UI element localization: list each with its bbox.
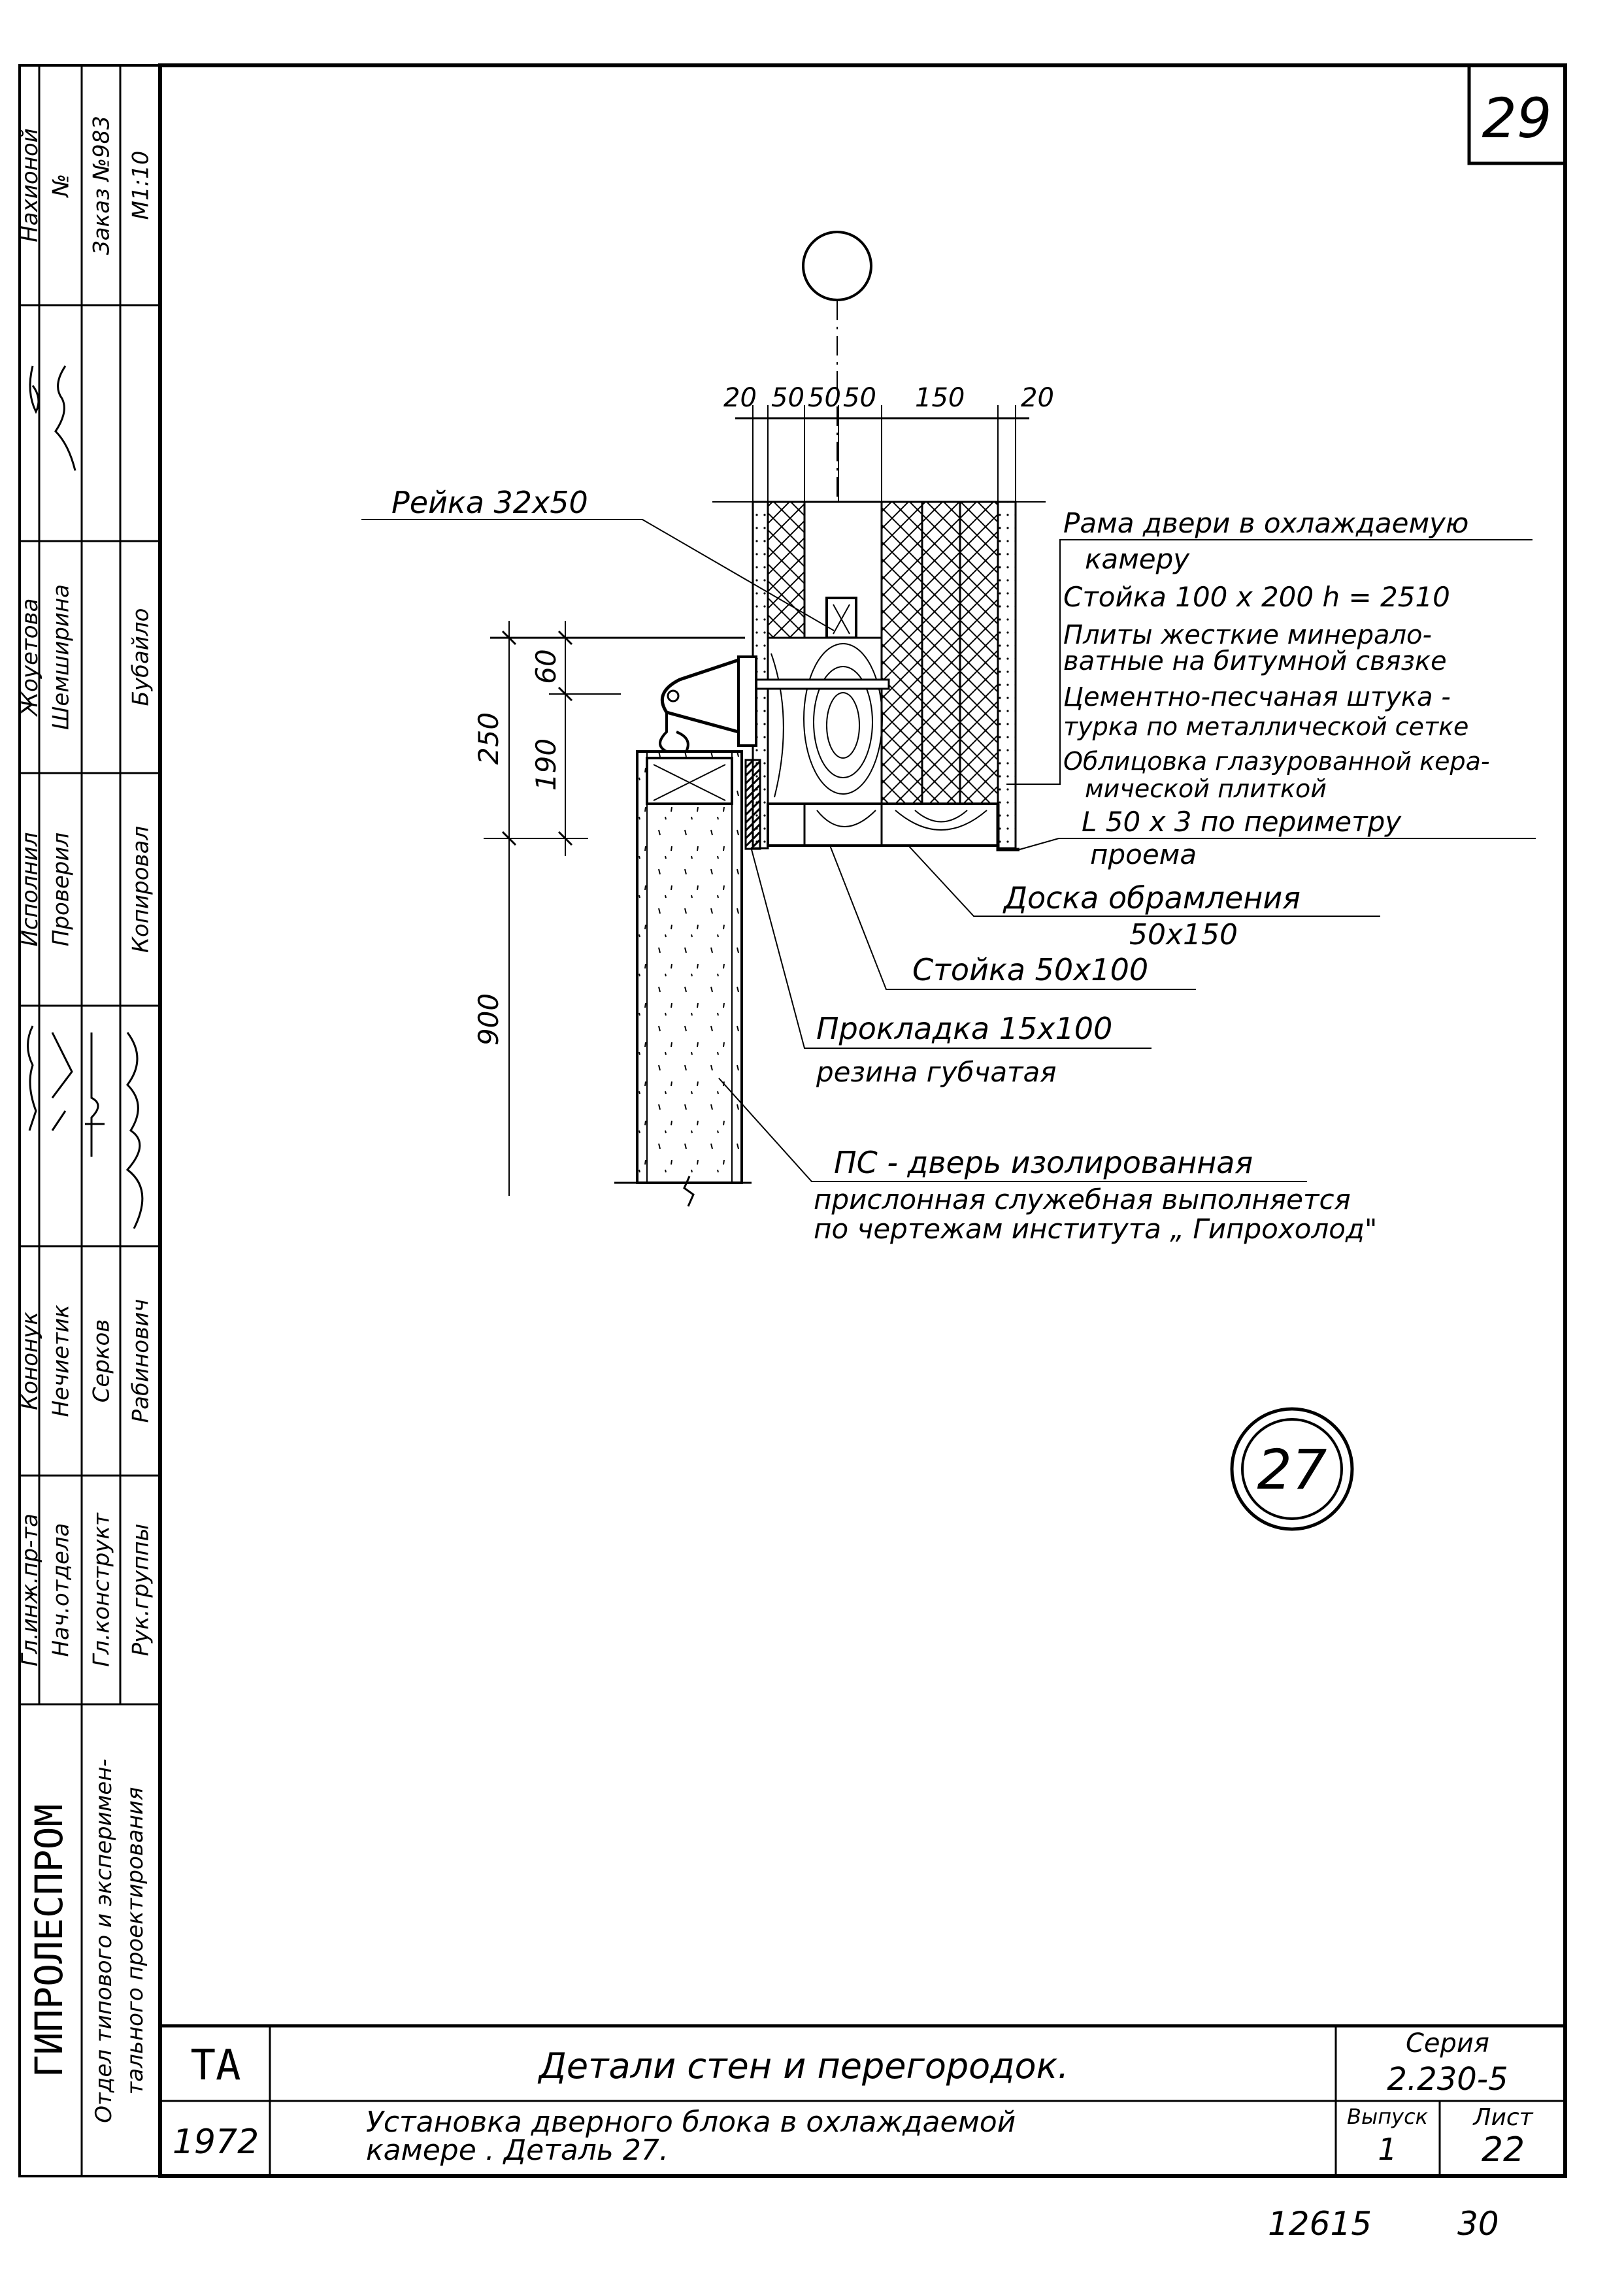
dim-20-left: 20	[723, 383, 757, 413]
dim-150: 150	[915, 383, 965, 413]
label-angle: L 50 x 3 по периметру	[1082, 806, 1402, 838]
stamp-cell: Исполнил	[17, 833, 43, 947]
stamp-cell: Кононук	[17, 1312, 43, 1410]
label-rail: Рейка 32x50	[391, 485, 588, 520]
stamp-cell: Жоуетова	[17, 599, 43, 718]
stamp-cell: М1:10	[128, 151, 154, 220]
top-dimension-chain: 20 50 50 50 150 20	[723, 383, 1054, 503]
stamp-cell: Рук.группы	[128, 1524, 154, 1657]
dim-50-b: 50	[808, 383, 841, 413]
signature	[85, 1033, 105, 1157]
dim-190: 190	[530, 738, 562, 791]
stamp-cell: Нахионой	[17, 128, 43, 242]
annotations: Рейка 32x50 Рама двери в охлаждаемую кам…	[361, 485, 1536, 1245]
sheet: 22	[1482, 2130, 1525, 2170]
stamp-cell: Заказ №983	[89, 116, 115, 255]
svg-text:Цементно-песчаная штука -: Цементно-песчаная штука -	[1063, 682, 1451, 712]
svg-text:Облицовка глазурованной кера-: Облицовка глазурованной кера-	[1063, 747, 1490, 776]
stamp-cell: Проверил	[48, 833, 75, 946]
sheet-label: Лист	[1472, 2104, 1533, 2131]
svg-text:Рама двери в охлаждаемую: Рама двери в охлаждаемую	[1063, 507, 1468, 539]
year: 1972	[173, 2123, 259, 2162]
label-door-3: по чертежам института „ Гипрохолод"	[814, 1213, 1377, 1245]
label-post: Стойка 50x100	[912, 952, 1148, 987]
organization-name: ГИПРОЛЕСПРОМ	[27, 1804, 71, 2077]
wall-section	[712, 501, 1046, 851]
dim-250: 250	[472, 712, 505, 765]
stamp-cell: Нечиетик	[48, 1304, 75, 1417]
rubber-gasket	[744, 759, 761, 850]
svg-text:камеру: камеру	[1085, 543, 1190, 575]
stamp-cell: Рабинович	[128, 1299, 154, 1423]
label-gasket: Прокладка 15x100	[816, 1011, 1112, 1046]
detail-number: 27	[1257, 1438, 1327, 1502]
stamp-cell: Шемширина	[48, 584, 75, 730]
stamp-cell: Бубайло	[128, 608, 154, 706]
code: ТА	[190, 2041, 240, 2090]
issue-label: Выпуск	[1347, 2104, 1429, 2129]
subtitle-2: камере . Деталь 27.	[366, 2134, 669, 2167]
series: 2.230-5	[1387, 2061, 1508, 2098]
stamp-cell: Нач.отдела	[48, 1523, 75, 1657]
left-dimensions: 250 60 190 900	[472, 621, 745, 1196]
subtitle-1: Установка дверного блока в охлаждаемой	[366, 2106, 1016, 2139]
svg-text:ватные на битумной связке: ватные на битумной связке	[1063, 646, 1447, 676]
door-leaf	[614, 750, 752, 1207]
wood-grain	[771, 643, 883, 798]
stamp-cell: Гл.инж.пр-та	[17, 1513, 43, 1666]
department-line-1: Отдел типового и эксперимен-	[91, 1759, 117, 2123]
label-door-2: прислонная служебная выполняется	[814, 1183, 1351, 1215]
page-number: 30	[1457, 2205, 1499, 2243]
label-gasket-2: резина губчатая	[816, 1056, 1057, 1088]
signatures	[27, 365, 144, 1229]
title: Детали стен и перегородок.	[538, 2045, 1069, 2087]
frame-description: Рама двери в охлаждаемую камеру Стойка 1…	[1063, 507, 1490, 803]
svg-text:Стойка 100 x 200 h = 2510: Стойка 100 x 200 h = 2510	[1063, 581, 1450, 613]
sheet-number-box: 29	[1467, 63, 1567, 165]
signature	[125, 1032, 144, 1229]
dim-50-a: 50	[771, 383, 804, 413]
series-label: Серия	[1406, 2028, 1489, 2058]
signature	[51, 1032, 73, 1131]
svg-text:мической плиткой: мической плиткой	[1085, 774, 1327, 803]
signature	[54, 365, 76, 471]
order-number: 12615	[1268, 2205, 1372, 2243]
title-block: ТА 1972 Детали стен и перегородок. Устан…	[160, 2024, 1565, 2176]
label-board: Доска обрамления	[1003, 880, 1301, 916]
stamp-cell: №	[48, 174, 75, 198]
dim-60: 60	[530, 649, 562, 684]
label-angle-2: проема	[1090, 838, 1197, 870]
label-door: ПС - дверь изолированная	[834, 1145, 1253, 1180]
department-line-2: тального проектирования	[122, 1787, 148, 2095]
signature	[27, 1025, 37, 1131]
issue: 1	[1378, 2132, 1397, 2167]
detail-marker: 27	[1230, 1407, 1354, 1531]
label-board-2: 50x150	[1129, 918, 1238, 951]
dim-50-c: 50	[843, 383, 876, 413]
signature	[29, 365, 40, 414]
section-marker	[802, 231, 872, 497]
svg-text:Плиты жесткие минерало-: Плиты жесткие минерало-	[1063, 620, 1432, 650]
stamp-cell: Серков	[89, 1319, 115, 1403]
dim-900: 900	[472, 993, 505, 1046]
hinge	[659, 655, 757, 753]
main-frame	[18, 63, 1567, 2178]
dim-20-right: 20	[1021, 383, 1054, 413]
svg-text:турка по металлической сетке: турка по металлической сетке	[1063, 712, 1468, 741]
sheet-number: 29	[1482, 86, 1552, 150]
stamp-cell: Гл.конструкт	[89, 1512, 115, 1667]
stamp-cell: Копировал	[128, 826, 154, 953]
